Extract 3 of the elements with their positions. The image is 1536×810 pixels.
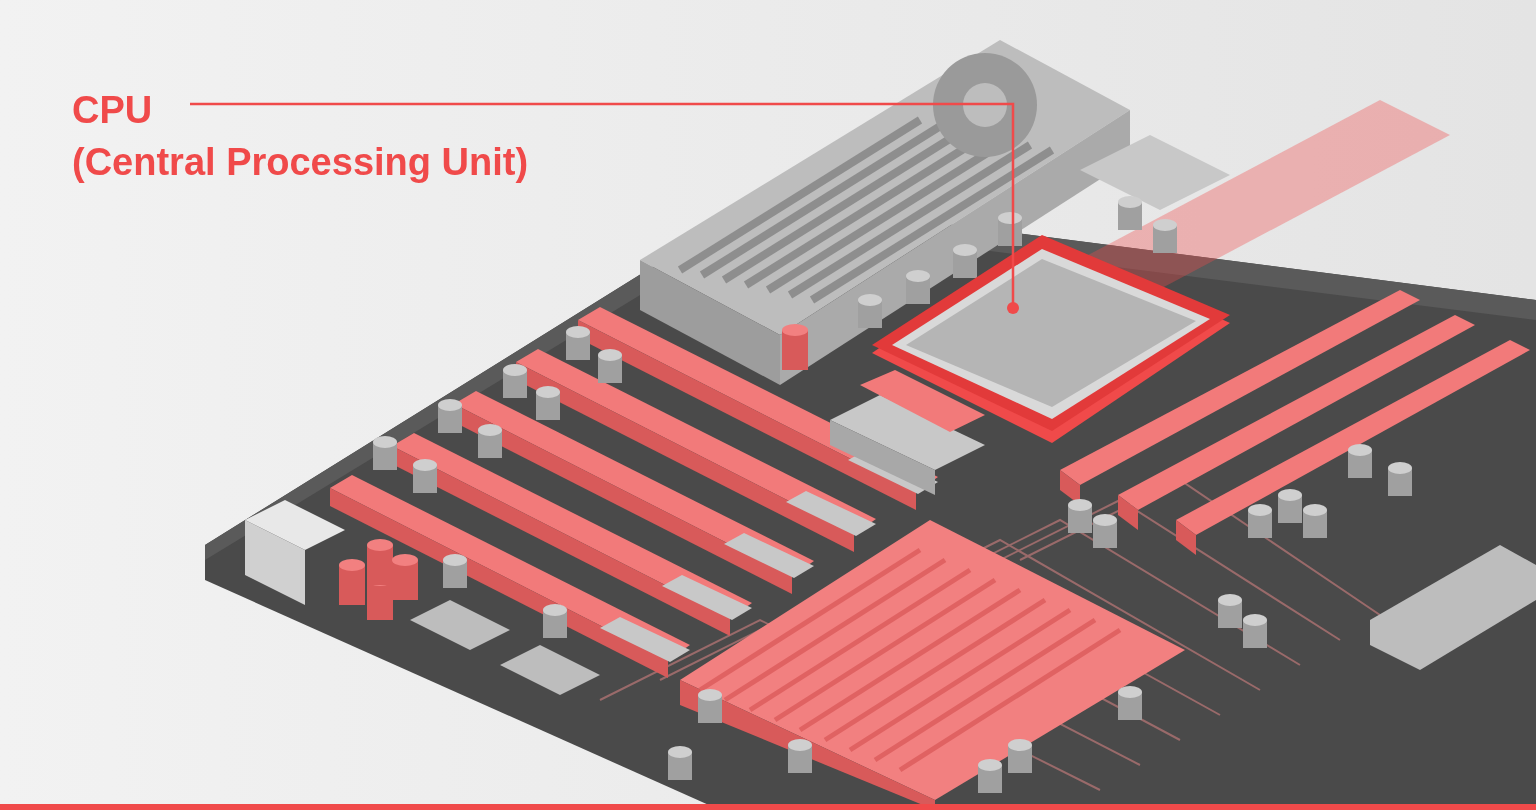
callout-subtitle: (Central Processing Unit): [72, 140, 529, 185]
callout-title: CPU: [72, 88, 153, 133]
cpu-chip-drawing: [870, 235, 1232, 445]
